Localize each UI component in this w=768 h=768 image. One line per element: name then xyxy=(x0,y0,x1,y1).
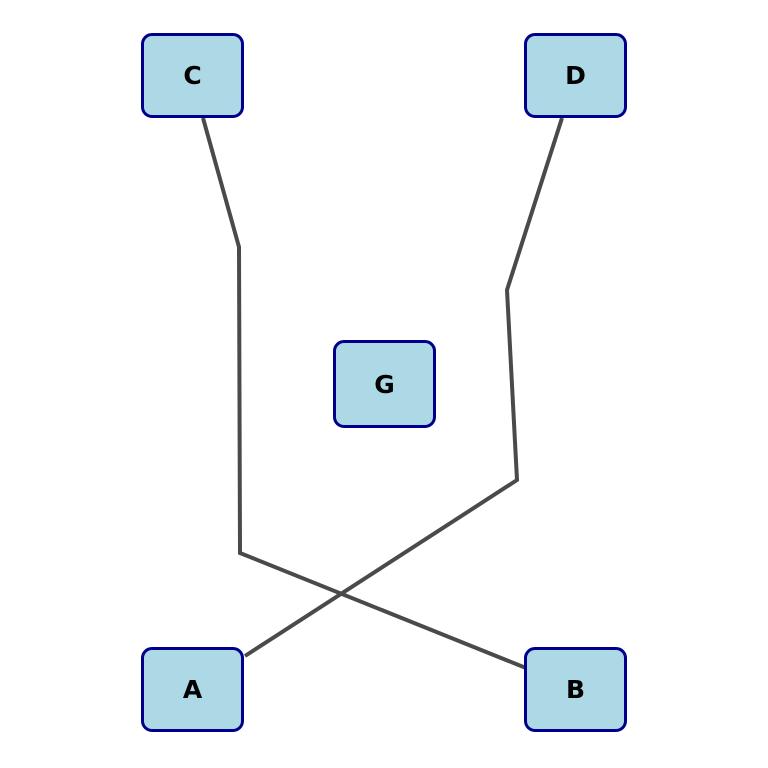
edge-d-to-a xyxy=(243,117,564,658)
edge-c-to-b xyxy=(201,117,527,670)
node-b-label: B xyxy=(565,675,586,704)
node-g[interactable]: G xyxy=(333,340,436,428)
node-d[interactable]: D xyxy=(524,33,627,118)
node-c[interactable]: C xyxy=(141,33,244,118)
node-d-label: D xyxy=(565,61,586,90)
node-g-label: G xyxy=(374,369,395,399)
node-b[interactable]: B xyxy=(524,647,627,732)
node-a-label: A xyxy=(182,675,203,704)
node-c-label: C xyxy=(183,61,202,90)
node-a[interactable]: A xyxy=(141,647,244,732)
